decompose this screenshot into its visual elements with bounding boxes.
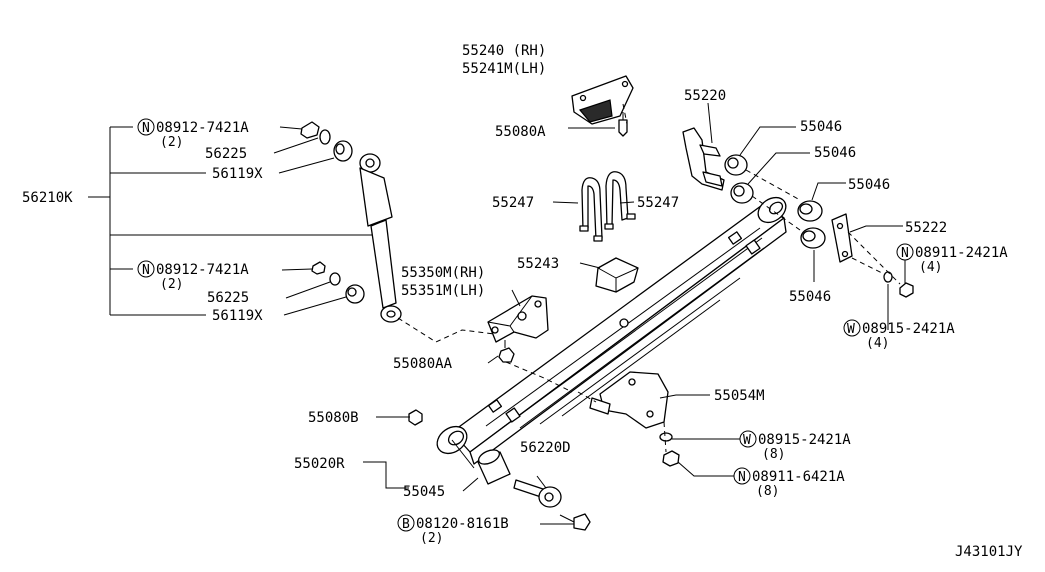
- shock-nut-bottom[interactable]: [311, 261, 326, 275]
- label-shackle-plate: 55222: [905, 220, 947, 236]
- shackle-plate[interactable]: [831, 213, 853, 263]
- label-bush-bottom: 56225: [207, 290, 249, 306]
- label-bushing-1: 55046: [800, 119, 842, 135]
- u-bolt-left[interactable]: [581, 177, 603, 241]
- label-cap-bottom: 56119X: [212, 308, 263, 324]
- callout-nut-top-qty: (2): [160, 135, 183, 150]
- label-bolt-b: 55080B: [308, 410, 359, 426]
- callout-nut-shackle-part: 08911-2421A: [915, 245, 1008, 261]
- callout-bolt-pin: B 08120-8161B (2): [397, 514, 509, 546]
- label-u-bolt-right: 55247: [637, 195, 679, 211]
- spring-seat[interactable]: [487, 295, 549, 343]
- top-bolt[interactable]: [618, 112, 628, 137]
- leaf-spring[interactable]: [432, 192, 791, 465]
- callout-washer-shackle: W 08915-2421A (4): [843, 319, 955, 351]
- callout-washer-shackle-qty: (4): [866, 336, 889, 351]
- callout-nut-shackle-symbol: N: [901, 246, 909, 261]
- hanger-nut[interactable]: [662, 450, 680, 467]
- u-bolt-nuts: [579, 213, 636, 242]
- shackle-bushing-2[interactable]: [730, 182, 754, 204]
- pin-bolt[interactable]: [559, 513, 591, 531]
- label-spring: 55020R: [294, 456, 345, 472]
- label-bolt-a: 55080A: [495, 124, 546, 140]
- label-bracket-lh: 55241M(LH): [462, 61, 546, 77]
- shock-bush-top[interactable]: [319, 129, 331, 145]
- label-hanger: 55054M: [714, 388, 765, 404]
- callout-washer-hanger-part: 08915-2421A: [758, 432, 851, 448]
- u-bolt-right[interactable]: [605, 171, 629, 229]
- label-seat-lh: 55351M(LH): [401, 283, 485, 299]
- label-pin: 56220D: [520, 440, 571, 456]
- label-pad: 55243: [517, 256, 559, 272]
- callout-nut-hanger-part: 08911-6421A: [752, 469, 845, 485]
- diagram-id: J43101JY: [955, 544, 1023, 560]
- label-bush-top: 56225: [205, 146, 247, 162]
- callout-nut-bottom-part: 08912-7421A: [156, 262, 249, 278]
- shackle-bushing-3[interactable]: [797, 200, 823, 222]
- shackle-bushing-1[interactable]: [724, 154, 748, 176]
- label-bushing-2: 55046: [814, 145, 856, 161]
- callout-nut-bottom: N 08912-7421A (2): [137, 260, 249, 292]
- callout-washer-hanger-qty: (8): [762, 447, 785, 462]
- leader-lines: [88, 102, 906, 525]
- seat-bolt[interactable]: [498, 340, 515, 363]
- callout-bolt-pin-part: 08120-8161B: [416, 516, 509, 532]
- shock-bush-bottom[interactable]: [329, 272, 341, 286]
- shock-cap-bottom[interactable]: [345, 284, 365, 304]
- callout-nut-top-symbol: N: [142, 121, 150, 136]
- callout-nut-hanger: N 08911-6421A (8): [733, 467, 845, 499]
- callout-washer-hanger-symbol: W: [743, 433, 751, 448]
- spring-pin[interactable]: [513, 479, 562, 508]
- callout-washer-shackle-symbol: W: [847, 322, 855, 337]
- label-bushing-3: 55046: [848, 177, 890, 193]
- label-bushing-4: 55046: [789, 289, 831, 305]
- label-cap-top: 56119X: [212, 166, 263, 182]
- label-front-bushing: 55045: [403, 484, 445, 500]
- callout-nut-top: N 08912-7421A (2): [137, 118, 249, 150]
- shackle[interactable]: [682, 127, 725, 191]
- callout-bolt-pin-symbol: B: [402, 517, 410, 532]
- callout-washer-hanger: W 08915-2421A (8): [739, 430, 851, 462]
- shackle-washer[interactable]: [883, 271, 893, 283]
- spring-pad[interactable]: [595, 257, 639, 293]
- front-bushing[interactable]: [477, 447, 511, 485]
- hanger-bracket[interactable]: [589, 371, 669, 429]
- callout-nut-bottom-qty: (2): [160, 277, 183, 292]
- callout-nut-shackle: N 08911-2421A (4): [896, 243, 1008, 275]
- front-bolt[interactable]: [408, 409, 423, 426]
- label-shackle: 55220: [684, 88, 726, 104]
- callout-bolt-pin-qty: (2): [420, 531, 443, 546]
- top-bracket[interactable]: [571, 75, 634, 125]
- callout-nut-top-part: 08912-7421A: [156, 120, 249, 136]
- label-u-bolt-left: 55247: [492, 195, 534, 211]
- label-shock: 56210K: [22, 190, 73, 206]
- hanger-washer[interactable]: [659, 432, 673, 442]
- callout-nut-bottom-symbol: N: [142, 263, 150, 278]
- callout-washer-shackle-part: 08915-2421A: [862, 321, 955, 337]
- label-bolt-aa: 55080AA: [393, 356, 453, 372]
- shock-nut-top[interactable]: [300, 121, 320, 139]
- callout-nut-shackle-qty: (4): [919, 260, 942, 275]
- shackle-nut[interactable]: [899, 282, 914, 298]
- label-bracket-rh: 55240 (RH): [462, 43, 546, 59]
- callout-nut-hanger-qty: (8): [756, 484, 779, 499]
- shock-cap-top[interactable]: [333, 140, 353, 162]
- label-seat-rh: 55350M(RH): [401, 265, 485, 281]
- shock-absorber[interactable]: [359, 153, 402, 323]
- shackle-bushing-4[interactable]: [800, 227, 826, 249]
- callout-nut-hanger-symbol: N: [738, 470, 746, 485]
